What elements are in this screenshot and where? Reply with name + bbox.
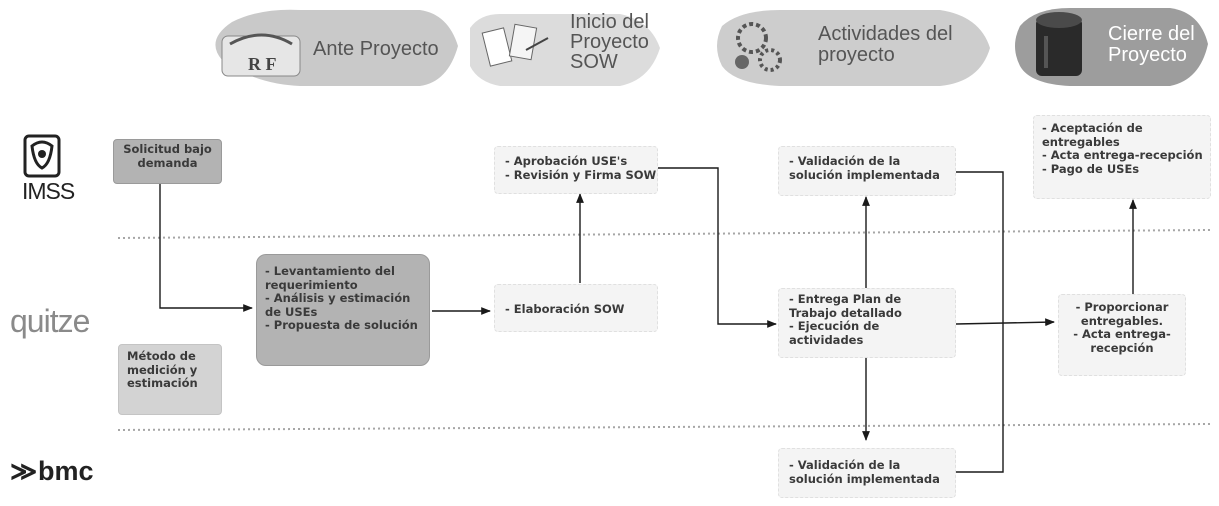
box-aceptacion: - Aceptación de entregables - Acta entre… <box>1033 115 1211 199</box>
connector-validacion-top <box>956 171 1004 324</box>
phase-label-inicio-line: Inicio del <box>570 11 649 33</box>
phase-label-cierre: Cierre del Proyecto <box>1108 24 1195 66</box>
box-text-line: medición y <box>127 362 198 377</box>
quitze-logo-text: quitze <box>10 303 90 339</box>
box-entrega-plan: - Entrega Plan de Trabajo detallado - Ej… <box>778 288 956 358</box>
lane-divider-bottom <box>117 423 1211 431</box>
box-text-line: - Entrega Plan de <box>789 292 902 306</box>
imss-eagle-logo-icon <box>22 134 62 183</box>
svg-text:R F: R F <box>248 54 277 74</box>
box-text-line: Solicitud bajo <box>123 142 212 156</box>
box-text-line: actividades <box>789 332 864 347</box>
box-text-line: - Pago de USEs <box>1042 161 1140 176</box>
phase-label-ante: Ante Proyecto <box>313 38 439 60</box>
box-text-line: recepción <box>1090 340 1154 355</box>
phase-label-actividades-line: proyecto <box>818 44 895 66</box>
bmc-logo-text: bmc <box>38 456 94 486</box>
phase-label-inicio-line: Proyecto <box>570 31 649 53</box>
phase-label-inicio-line: SOW <box>570 51 618 73</box>
box-text-line: - Análisis y estimación <box>265 291 411 305</box>
box-text-line: Trabajo detallado <box>789 305 902 320</box>
phase-label-actividades: Actividades del proyecto <box>818 24 953 66</box>
box-text-line: requerimiento <box>265 277 358 292</box>
box-text-line: - Validación de la <box>789 154 901 168</box>
box-levantamiento: - Levantamiento del requerimiento - Anál… <box>256 254 430 366</box>
box-elaboracion: - Elaboración SOW <box>494 284 658 332</box>
box-text-line: - Revisión y Firma SOW <box>505 167 657 182</box>
box-text-line: - Aprobación USE's <box>505 154 628 168</box>
box-text-line: - Aceptación de <box>1042 121 1143 135</box>
box-text-line: - Acta entrega- <box>1073 327 1171 341</box>
box-aprobacion: - Aprobación USE's - Revisión y Firma SO… <box>494 146 658 194</box>
box-text-line: estimación <box>127 376 198 390</box>
box-text-line: solución implementada <box>789 471 940 486</box>
box-validacion-bottom: - Validación de la solución implementada <box>778 448 956 498</box>
phase-label-inicio: Inicio del Proyecto SOW <box>570 12 649 72</box>
contract-document-icon <box>481 23 549 67</box>
box-text-line: - Propuesta de solución <box>265 318 418 332</box>
team-gears-icon <box>735 22 782 72</box>
box-text-line: entregables <box>1042 134 1120 149</box>
box-text-line: - Proporcionar <box>1075 300 1169 314</box>
box-text-line: demanda <box>137 155 198 170</box>
box-text-line: de USEs <box>265 304 318 319</box>
arrow-solicitud-to-levantamiento <box>159 183 253 312</box>
phase-actividades-shape <box>717 10 990 86</box>
quitze-logo-icon: quitze <box>10 303 90 340</box>
box-proporcionar: - Proporcionar entregables. - Acta entre… <box>1058 294 1186 376</box>
imss-logo-text: IMSS <box>22 178 75 204</box>
box-text-line: - Ejecución de <box>789 319 880 333</box>
arrow-entrega-to-proporcionar <box>955 318 1055 327</box>
bmc-chevron-icon: ≫ <box>10 456 38 486</box>
phase-label-cierre-line: Cierre del <box>1108 23 1195 45</box>
box-text-line: - Validación de la <box>789 458 901 472</box>
box-text-line: Método de <box>127 349 196 363</box>
box-text-line: - Acta entrega-recepción <box>1042 148 1203 162</box>
box-metodo: Método de medición y estimación <box>118 344 222 415</box>
dark-cylinder-icon <box>1036 12 1082 76</box>
bmc-logo-icon: ≫bmc <box>10 456 94 487</box>
box-validacion-top: - Validación de la solución implementada <box>778 146 956 196</box>
lane-divider-top <box>117 229 1211 239</box>
connector-validacion-bottom <box>956 324 1004 473</box>
rf-logo-icon: R F <box>221 33 301 77</box>
phase-label-actividades-line: Actividades del <box>818 23 953 45</box>
box-text-line: - Elaboración SOW <box>505 302 625 316</box>
phase-label-cierre-line: Proyecto <box>1108 44 1187 66</box>
box-text-line: - Levantamiento del <box>265 264 395 278</box>
box-text-line: entregables. <box>1080 313 1164 328</box>
box-solicitud: Solicitud bajo demanda <box>113 139 222 184</box>
box-text-line: solución implementada <box>789 167 940 182</box>
arrow-aprobacion-to-entrega <box>658 167 777 328</box>
